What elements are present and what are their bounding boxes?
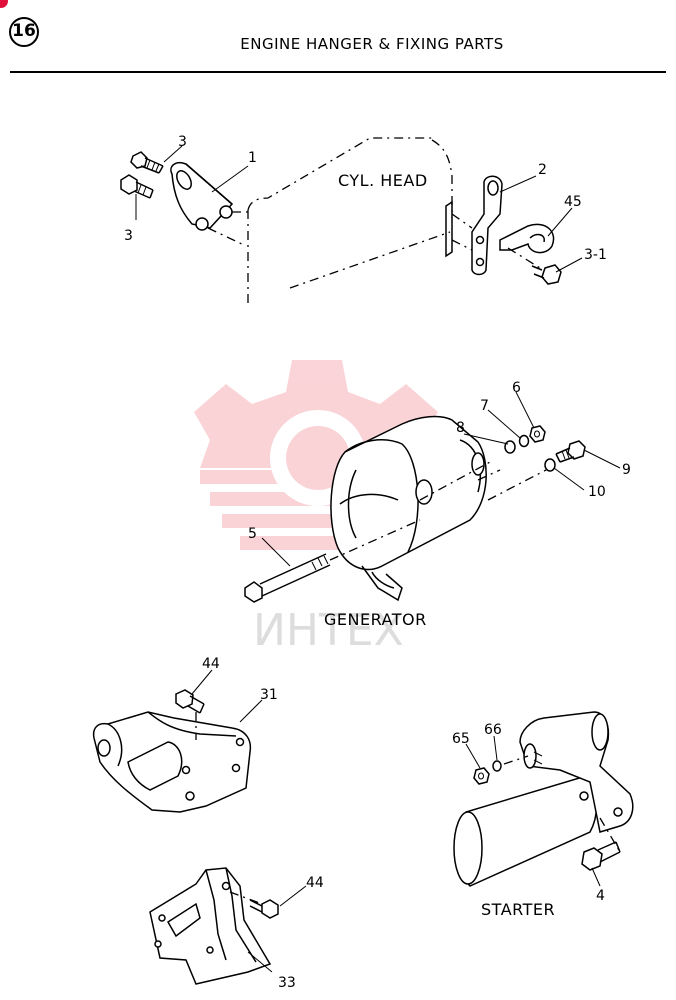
pipe-clamp-part-45: [499, 223, 555, 269]
bolt-3-lower: [120, 174, 154, 199]
callout-65: 65: [452, 731, 470, 747]
page-title: ENGINE HANGER & FIXING PARTS: [240, 35, 504, 53]
engine-hanger-part-1: [170, 162, 250, 247]
callout-5: 5: [248, 526, 257, 542]
bracket-part-31: [92, 711, 252, 813]
generator-assembly: [330, 415, 547, 602]
callout-44-lower: 44: [306, 875, 324, 891]
bolt-part-9: [555, 440, 586, 463]
bolt-3-1: [531, 264, 562, 285]
callout-45: 45: [564, 194, 582, 210]
spring-washer-part-7: [518, 434, 530, 448]
label-starter: STARTER: [481, 900, 555, 919]
callout-66: 66: [484, 722, 502, 738]
page-number-badge: 16: [9, 17, 39, 47]
starter-motor-assembly: [453, 711, 634, 887]
callout-31: 31: [260, 687, 278, 703]
callout-1: 1: [248, 150, 257, 166]
corner-mark: [0, 0, 8, 8]
callout-3-upper: 3: [178, 134, 187, 150]
leader-lines: [135, 145, 621, 973]
callout-44-upper: 44: [202, 656, 220, 672]
callout-7: 7: [480, 398, 489, 414]
callout-33: 33: [278, 975, 296, 991]
callout-8: 8: [456, 420, 465, 436]
bolt-part-4: [581, 841, 621, 871]
callout-9: 9: [622, 462, 631, 478]
label-cyl-head: CYL. HEAD: [338, 171, 428, 190]
callout-2: 2: [538, 162, 547, 178]
callout-3-lower: 3: [124, 228, 133, 244]
watermark-text: ИНТЕХ: [253, 605, 404, 656]
washer-part-66: [492, 760, 502, 772]
cylinder-head-outline: [247, 137, 453, 306]
washer-part-8: [504, 440, 516, 454]
callout-3-1: 3-1: [584, 247, 607, 263]
engine-hanger-part-2: [445, 175, 503, 276]
callout-10: 10: [588, 484, 606, 500]
bolt-part-44-lower: [249, 899, 279, 919]
label-generator: GENERATOR: [324, 610, 427, 629]
callout-6: 6: [512, 380, 521, 396]
title-rule: [10, 71, 666, 73]
nut-part-6: [529, 425, 546, 443]
washer-part-10: [544, 458, 556, 472]
bolt-3-upper: [130, 151, 164, 174]
nut-part-65: [473, 767, 490, 785]
bolt-part-44-upper: [175, 689, 205, 714]
callout-4: 4: [596, 888, 605, 904]
long-bolt-part-5: [244, 461, 491, 603]
bracket-part-33: [149, 867, 272, 985]
